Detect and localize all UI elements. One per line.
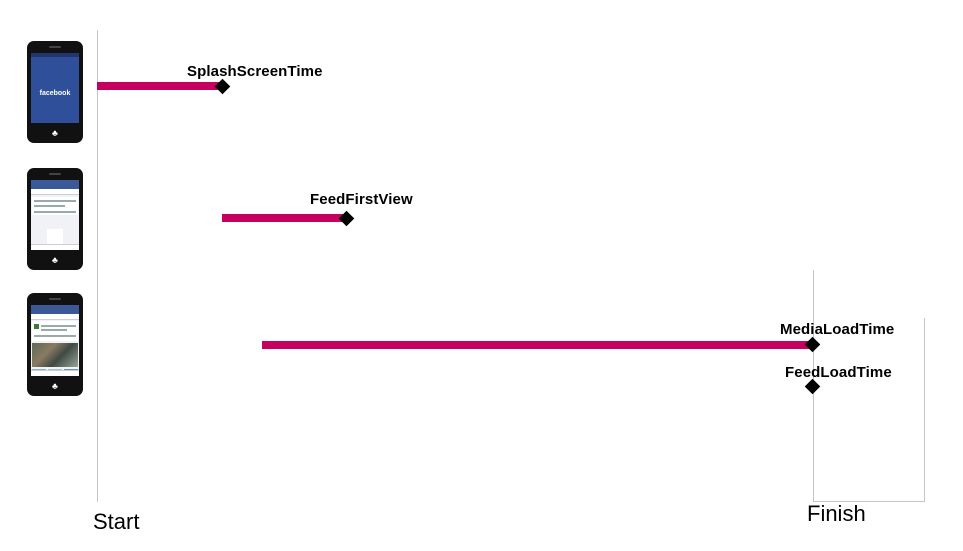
feed-photo — [32, 343, 78, 367]
text-line — [34, 200, 76, 202]
phone-splash: facebook ♣ — [27, 41, 83, 143]
feed-tabs — [31, 189, 79, 195]
feed-tabs — [31, 314, 79, 320]
text-line — [34, 211, 76, 213]
text-line — [41, 325, 76, 327]
media-load-time-marker — [804, 336, 821, 353]
home-button-icon: ♣ — [52, 128, 58, 138]
avatar — [34, 324, 39, 329]
text-line — [34, 335, 76, 337]
start-guide-line — [97, 30, 98, 502]
finish-bracket-right-line — [924, 318, 925, 502]
feed-bottom-bar — [31, 244, 79, 250]
splash-screen-time-bar — [97, 82, 223, 90]
phone-feed-media: ♣ — [27, 293, 83, 396]
feed-top-bar — [31, 305, 79, 314]
facebook-logo: facebook — [39, 90, 71, 97]
feed-load-time-marker — [804, 378, 821, 395]
phone-earpiece — [49, 298, 61, 300]
finish-bracket-bottom-line — [813, 501, 925, 502]
feed-load-time-label: FeedLoadTime — [785, 364, 892, 381]
media-load-time-bar — [262, 341, 813, 349]
finish-label: Finish — [807, 501, 866, 526]
feed-first-view-bar — [222, 214, 347, 222]
start-label: Start — [93, 509, 140, 534]
splash-screen: facebook — [31, 53, 79, 123]
feed-first-view-label: FeedFirstView — [310, 191, 413, 208]
splash-screen-time-label: SplashScreenTime — [187, 63, 323, 80]
status-bar — [31, 53, 79, 57]
feed-media-screen — [31, 305, 79, 376]
phone-earpiece — [49, 46, 61, 48]
feed-bottom-bar — [31, 370, 79, 376]
feed-top-bar — [31, 180, 79, 189]
home-button-icon: ♣ — [52, 255, 58, 265]
media-load-time-label: MediaLoadTime — [780, 321, 895, 338]
text-line — [41, 329, 67, 331]
text-line — [34, 205, 65, 207]
phone-feed-first-view: ♣ — [27, 168, 83, 270]
home-button-icon: ♣ — [52, 381, 58, 391]
phone-earpiece — [49, 173, 61, 175]
feed-text-screen — [31, 180, 79, 250]
